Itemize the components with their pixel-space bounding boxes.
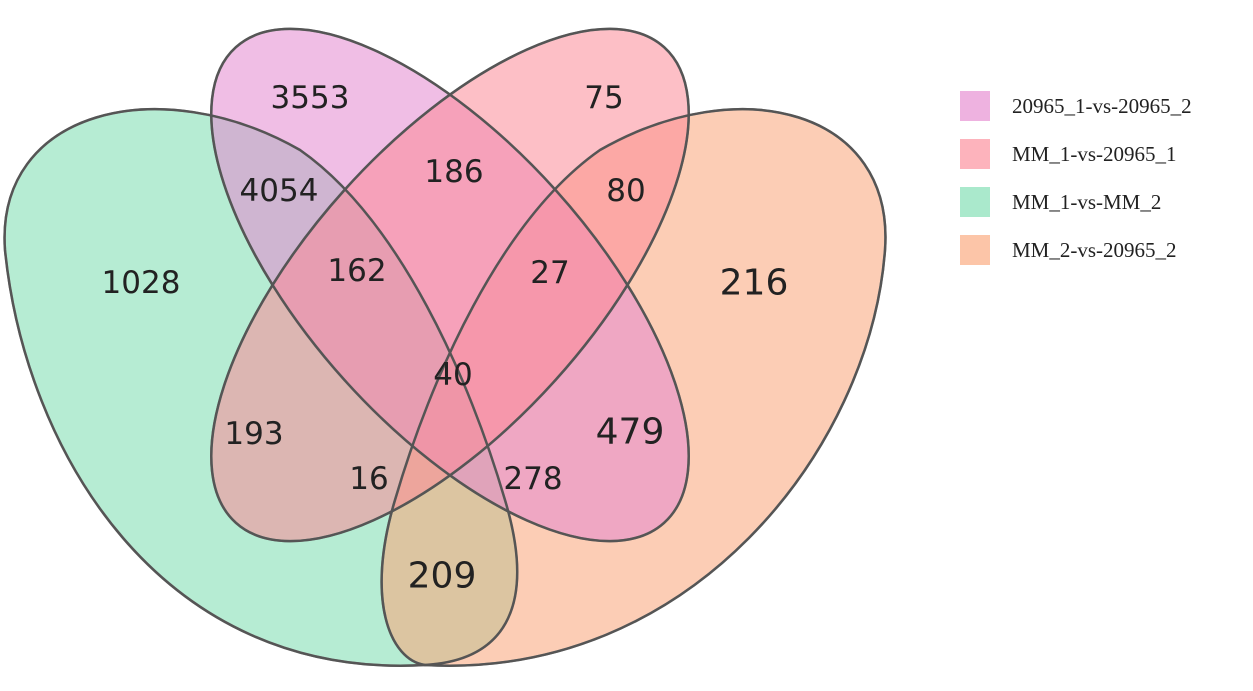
legend-item: MM_2-vs-20965_2 — [960, 226, 1240, 274]
count-a-b: 186 — [424, 154, 483, 190]
legend-label: 20965_1-vs-20965_2 — [1012, 93, 1192, 118]
count-a-b-c: 162 — [327, 253, 386, 289]
legend-item: MM_1-vs-MM_2 — [960, 178, 1240, 226]
legend-swatch — [960, 187, 990, 217]
count-a-c-d: 278 — [503, 461, 562, 497]
set-outlines — [3, 27, 887, 667]
legend-swatch — [960, 235, 990, 265]
legend-item: MM_1-vs-20965_1 — [960, 130, 1240, 178]
count-a-c: 4054 — [240, 173, 319, 209]
count-b-d: 80 — [606, 173, 645, 209]
set-outline-20965-1-vs-20965-2 — [210, 27, 690, 543]
legend-swatch — [960, 91, 990, 121]
count-a-d: 479 — [596, 412, 665, 453]
count-only-b: 75 — [584, 80, 623, 116]
region-counts: 3553 75 1028 216 186 4054 80 162 27 40 1… — [102, 80, 789, 597]
legend-item: 20965_1-vs-20965_2 — [960, 82, 1240, 130]
count-b-c-d: 16 — [349, 461, 388, 497]
count-a-b-c-d: 40 — [433, 357, 472, 393]
legend-label: MM_1-vs-20965_1 — [1012, 141, 1177, 166]
legend: 20965_1-vs-20965_2 MM_1-vs-20965_1 MM_1-… — [960, 82, 1240, 274]
count-only-d: 216 — [720, 263, 789, 304]
set-outline-mm2-vs-20965-2 — [380, 108, 887, 667]
set-outline-mm1-vs-mm2 — [3, 108, 519, 667]
count-b-c: 193 — [224, 416, 283, 452]
count-only-a: 3553 — [271, 80, 350, 116]
count-c-d: 209 — [408, 556, 477, 597]
legend-label: MM_2-vs-20965_2 — [1012, 237, 1177, 262]
legend-label: MM_1-vs-MM_2 — [1012, 189, 1162, 214]
count-a-b-d: 27 — [530, 255, 569, 291]
legend-swatch — [960, 139, 990, 169]
count-only-c: 1028 — [102, 265, 181, 301]
set-outline-mm1-vs-20965-1 — [210, 27, 690, 543]
